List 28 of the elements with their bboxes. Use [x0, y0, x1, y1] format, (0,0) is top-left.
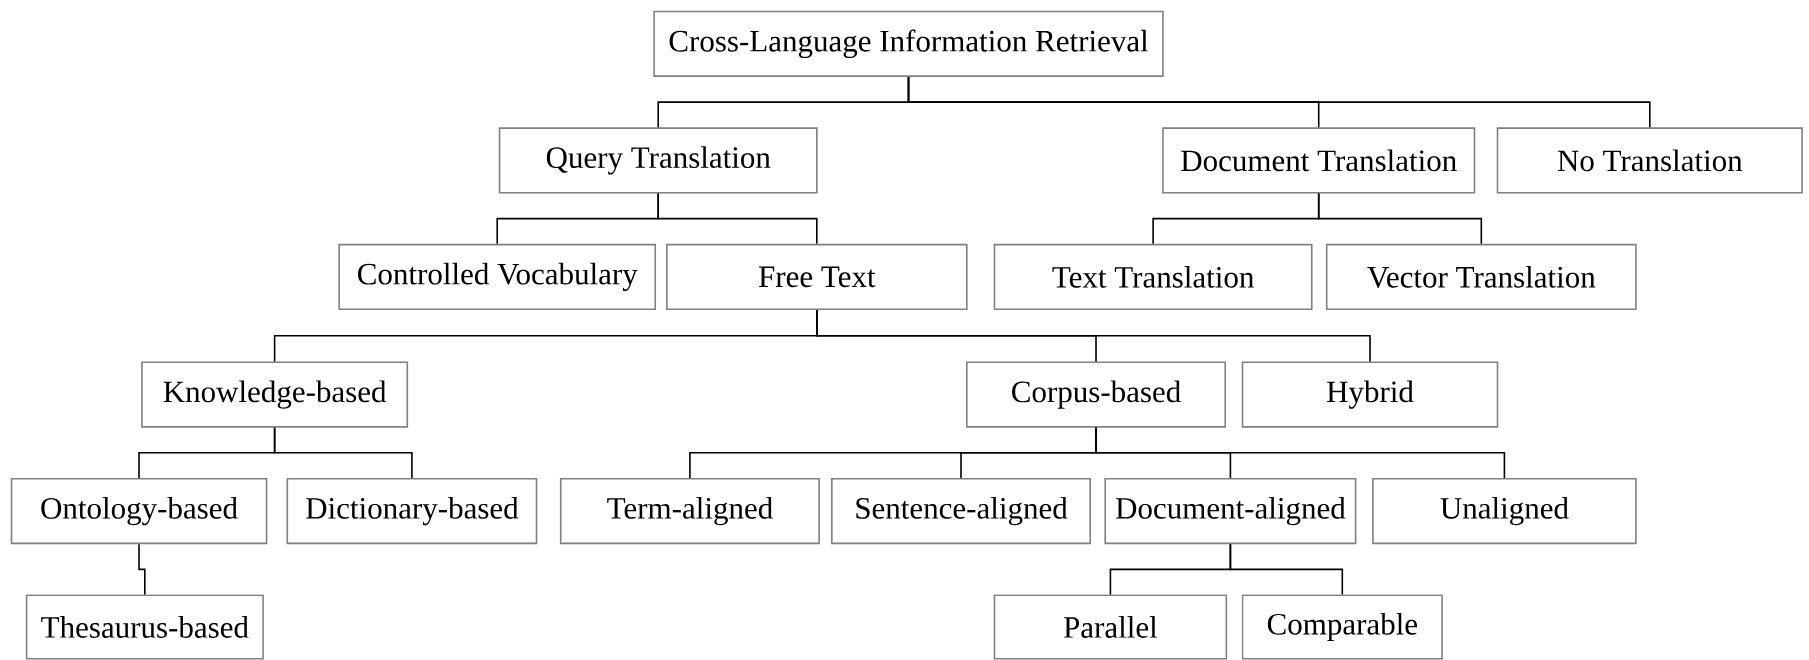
category-box: Thesaurus-based — [25, 594, 264, 660]
category-box: Knowledge-based — [141, 361, 409, 428]
tree-connector — [816, 309, 1371, 363]
category-box: Dictionary-based — [286, 477, 538, 545]
category-box: Term-aligned — [559, 477, 820, 545]
category-box: Sentence-aligned — [831, 477, 1091, 545]
category-box: Controlled Vocabulary — [338, 243, 657, 310]
category-box: Ontology-based — [10, 477, 268, 545]
category-box: Free Text — [666, 243, 968, 310]
category-box: Document Translation — [1162, 127, 1476, 194]
category-box: Comparable — [1241, 594, 1443, 660]
tree-connector — [1095, 426, 1506, 479]
category-box: Unaligned — [1372, 477, 1637, 545]
category-box: Query Translation — [498, 127, 818, 194]
category-box: No Translation — [1496, 127, 1803, 194]
tree-connector — [657, 192, 818, 245]
tree-connector — [1317, 192, 1483, 245]
tree-connector — [907, 76, 1651, 129]
category-box: Corpus-based — [966, 361, 1226, 428]
category-box: Hybrid — [1241, 361, 1499, 428]
category-box: Document-aligned — [1104, 477, 1357, 545]
category-box: Cross-Language Information Retrieval — [653, 10, 1164, 77]
category-box: Text Translation — [993, 243, 1313, 310]
tree-connector — [138, 543, 146, 596]
category-box: Parallel — [993, 594, 1228, 660]
tree-connector — [273, 426, 413, 479]
tree-connector — [1229, 543, 1344, 596]
category-box: Vector Translation — [1325, 243, 1637, 310]
